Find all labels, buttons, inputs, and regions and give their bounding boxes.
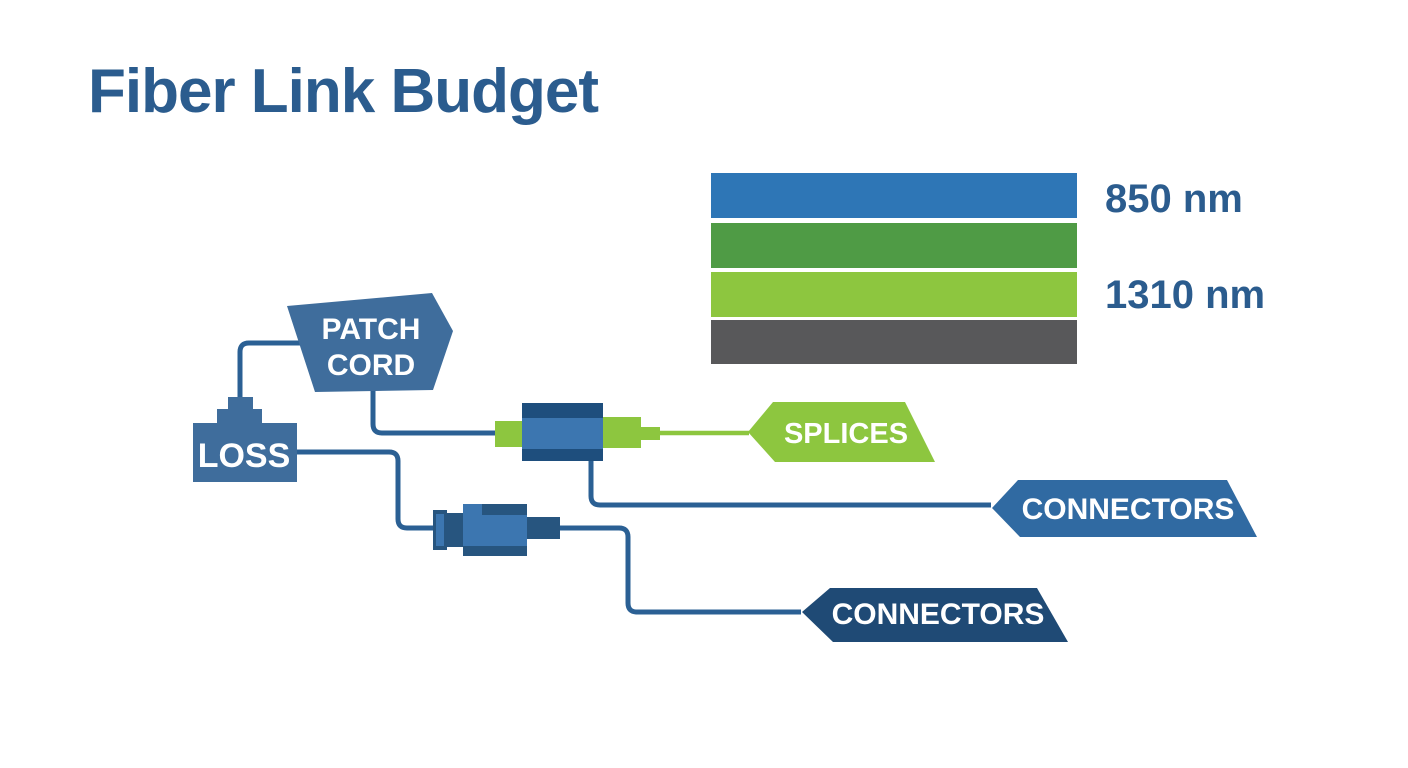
bar-dark-green [711,223,1077,268]
patch-cord-label-line1: PATCH [322,313,421,346]
connectors-bottom-banner [802,588,1068,642]
splices-banner [748,402,935,462]
patch-cord-shape [287,293,453,392]
connectors-bottom-node: CONNECTORS [802,588,1068,642]
connectors-top-banner [992,480,1257,537]
connectors-top-node: CONNECTORS [992,480,1257,537]
connectors-bottom-label: CONNECTORS [832,598,1045,631]
connector-body-top-shade [482,504,527,515]
label-1310nm: 1310 nm [1105,273,1265,317]
splices-node: SPLICES [748,402,935,462]
loss-tab-middle [217,409,262,424]
loss-node: LOSS [193,397,297,482]
splice-illustration [495,403,660,461]
connector-boot [527,517,560,539]
label-850nm: 850 nm [1105,177,1243,221]
line-splice-to-connectors-top [588,460,991,508]
line-loss-to-patch-cord [237,340,304,398]
connector-body-bottom-shade [463,546,527,556]
line-loss-to-connector [296,449,440,531]
splice-left-fiber [495,421,523,447]
splice-right-fiber-stub [641,427,660,440]
bar-850nm [711,173,1077,218]
line-patch-cord-to-splice [370,391,500,436]
bar-gray [711,320,1077,364]
splice-body-bottom-band [522,449,603,461]
splice-body-top-band [522,403,603,418]
connectors-top-label: CONNECTORS [1022,493,1235,526]
patch-cord-node: PATCH CORD [287,293,453,392]
loss-box [193,423,297,482]
connector-ferrule-core [436,514,444,546]
page-title: Fiber Link Budget [88,57,599,126]
connector-neck [447,513,463,547]
fiber-connector-illustration [433,504,560,556]
splice-right-fiber [603,417,641,448]
line-connector-to-connectors-bottom [555,525,801,615]
loss-label: LOSS [198,437,291,475]
splices-label: SPLICES [784,418,908,450]
loss-tab-top [228,397,253,410]
patch-cord-label-line2: CORD [327,349,415,382]
wavelength-bars: 850 nm 1310 nm [711,173,1265,364]
bar-1310nm [711,272,1077,317]
